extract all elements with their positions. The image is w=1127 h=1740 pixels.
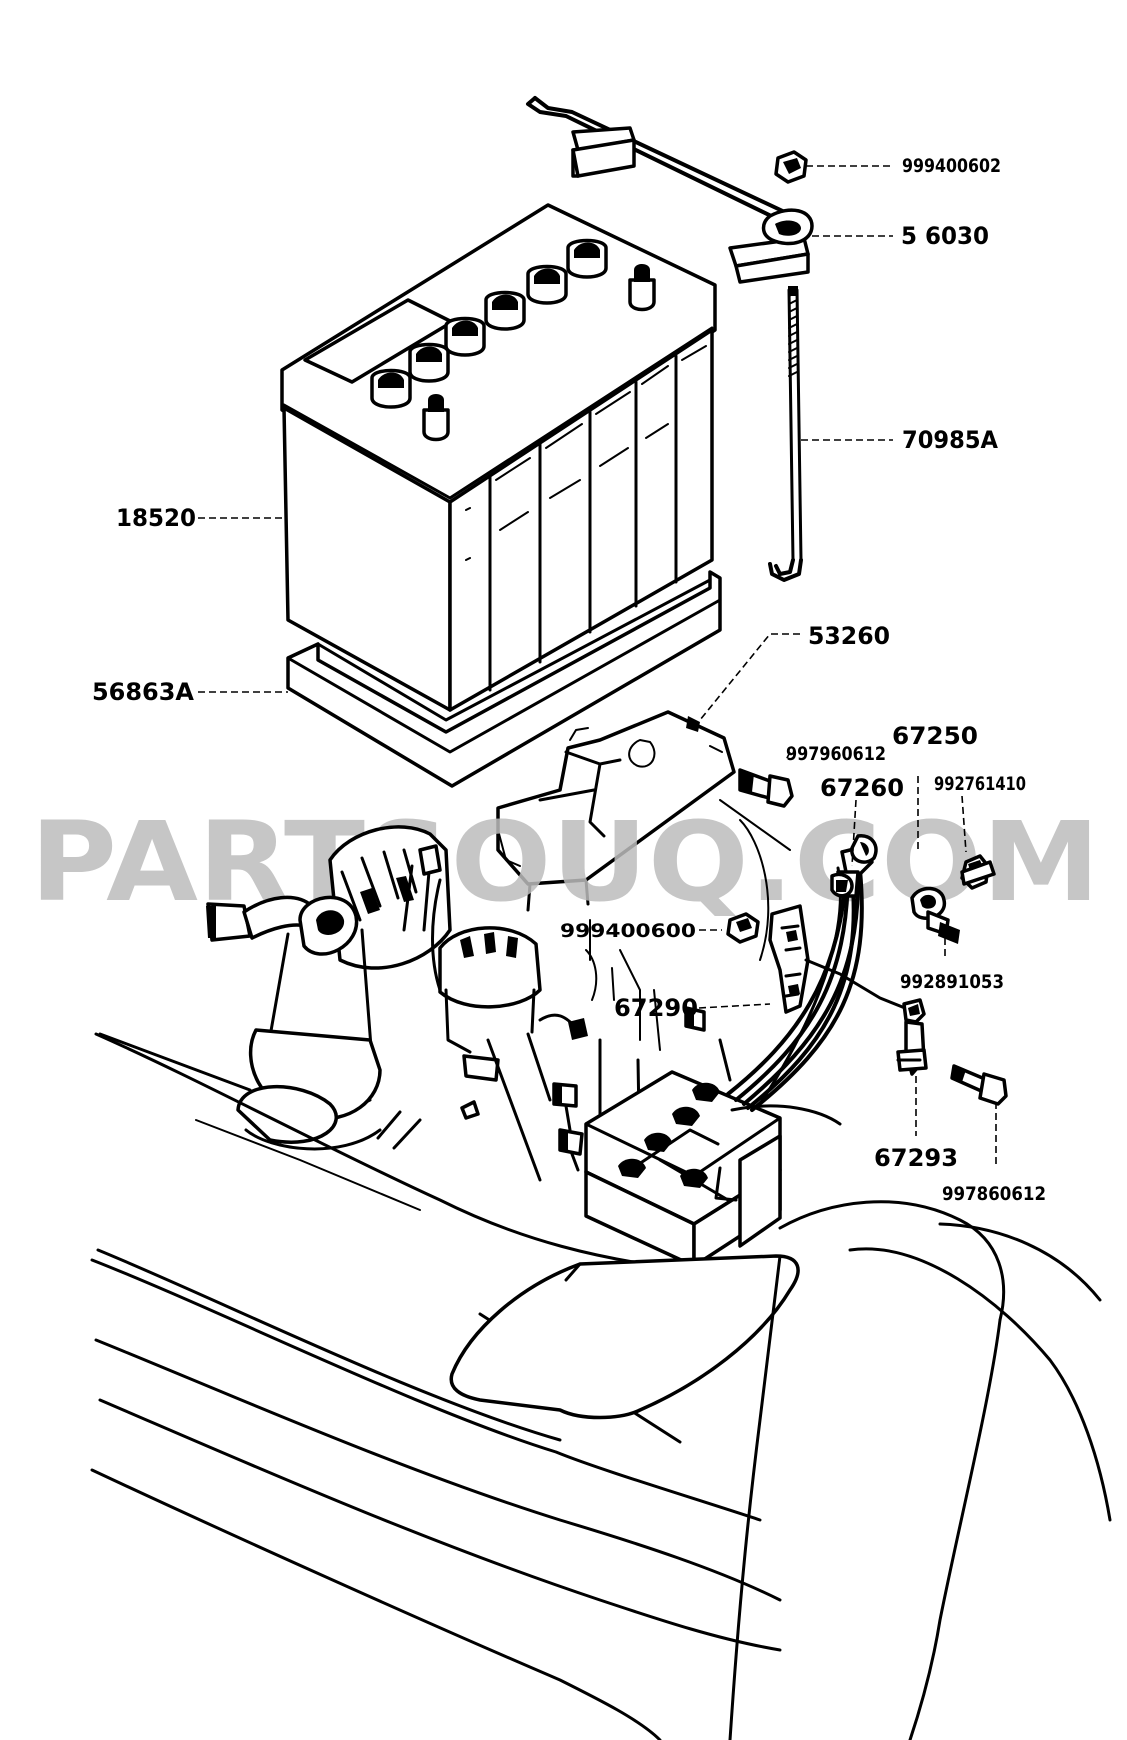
leader-lines <box>198 165 997 1168</box>
part-label-18520[interactable]: 18520 <box>116 504 196 532</box>
battery-drawing <box>280 203 717 712</box>
part-label-992891053[interactable]: 992891053 <box>900 971 1004 993</box>
battery-tray-drawing <box>286 570 722 788</box>
part-label-67293[interactable]: 67293 <box>874 1144 958 1172</box>
carrier-bracket-drawing <box>496 710 794 912</box>
part-label-997860612[interactable]: 997860612 <box>942 1183 1046 1205</box>
hold-down-clamp-drawing <box>526 96 814 582</box>
part-label-67290[interactable]: 67290 <box>614 994 698 1022</box>
part-label-999400602[interactable]: 999400602 <box>902 155 1001 177</box>
part-label-67250[interactable]: 67250 <box>892 722 978 750</box>
part-label-992761410[interactable]: 992761410 <box>934 773 1026 795</box>
part-label-997960612[interactable]: 997960612 <box>786 743 886 765</box>
part-label-56030[interactable]: 5 6030 <box>901 222 989 250</box>
car-body-drawing <box>90 1032 1112 1740</box>
part-label-999400600[interactable]: 999400600 <box>560 920 696 942</box>
cables-drawing <box>726 834 1008 1112</box>
part-label-67260[interactable]: 67260 <box>820 774 904 802</box>
part-label-56863A[interactable]: 56863A <box>92 678 194 706</box>
part-label-53260[interactable]: 53260 <box>808 622 890 650</box>
part-labels: 999400602 5 6030 70985A 18520 56863A 532… <box>92 155 1046 1205</box>
engine-bay-drawing <box>206 799 842 1268</box>
part-label-70985A[interactable]: 70985A <box>902 426 998 454</box>
